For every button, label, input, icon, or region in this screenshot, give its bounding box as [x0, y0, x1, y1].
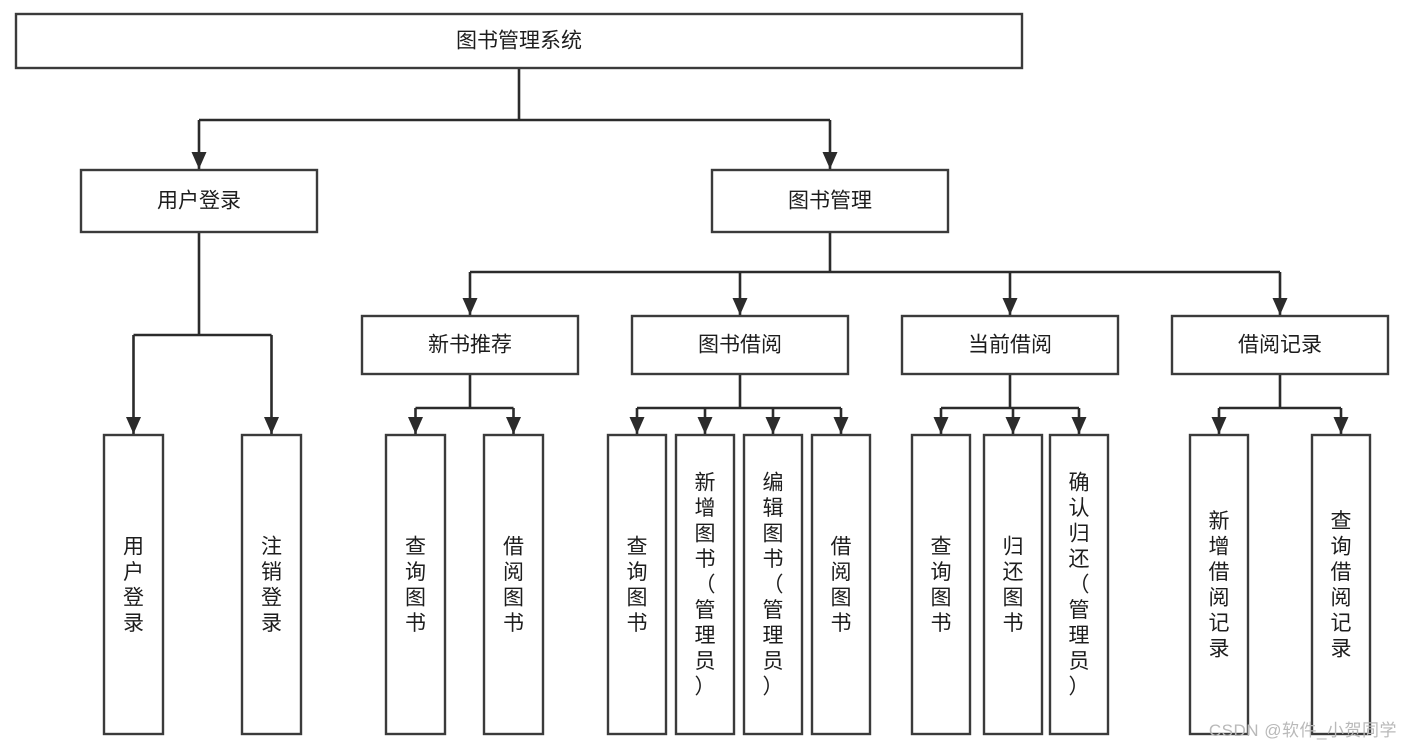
node-root[interactable]: 图书管理系统 [14, 12, 1024, 70]
node-leaf-add-record[interactable]: 新增借阅记录 [1188, 433, 1250, 736]
node-leaf-query-book-2-label: 查询图书 [627, 535, 648, 635]
node-book-borrow-box [630, 314, 850, 376]
arrow-head-icon [822, 152, 838, 169]
node-leaf-return-book[interactable]: 归还图书 [982, 433, 1044, 736]
node-leaf-confirm-return-box [1048, 433, 1110, 736]
node-leaf-query-book-1[interactable]: 查询图书 [384, 433, 447, 736]
node-leaf-query-book-1-label: 查询图书 [405, 535, 426, 635]
arrow-head-icon [1002, 298, 1018, 315]
arrow-head-icon [765, 417, 781, 434]
node-leaf-return-book-label: 归还图书 [1003, 535, 1024, 635]
arrow-head-icon [264, 417, 279, 434]
node-leaf-user-logout-box [240, 433, 303, 736]
node-new-book-rec[interactable]: 新书推荐 [360, 314, 580, 376]
node-user-login-box [79, 168, 319, 234]
arrow-head-icon [1005, 417, 1021, 434]
node-leaf-add-book[interactable]: 新增图书（管理员） [674, 433, 736, 736]
node-leaf-add-record-box [1188, 433, 1250, 736]
node-leaf-query-book-1-box [384, 433, 447, 736]
node-leaf-borrow-book-1-label: 借阅图书 [503, 535, 524, 635]
nodes-layer: 图书管理系统用户登录图书管理新书推荐图书借阅当前借阅借阅记录用户登录注销登录查询… [14, 12, 1390, 736]
arrow-head-icon [191, 152, 207, 169]
node-leaf-user-login-box [102, 433, 165, 736]
node-leaf-borrow-book-2[interactable]: 借阅图书 [810, 433, 872, 736]
edges-layer [126, 68, 1349, 434]
arrow-head-icon [833, 417, 849, 434]
arrow-head-icon [506, 417, 521, 434]
arrow-head-icon [1333, 417, 1349, 434]
node-leaf-edit-book[interactable]: 编辑图书（管理员） [742, 433, 804, 736]
node-leaf-borrow-book-1[interactable]: 借阅图书 [482, 433, 545, 736]
node-current-borrow[interactable]: 当前借阅 [900, 314, 1120, 376]
node-borrow-record[interactable]: 借阅记录 [1170, 314, 1390, 376]
node-leaf-borrow-book-2-box [810, 433, 872, 736]
arrow-head-icon [1272, 298, 1288, 315]
node-leaf-user-logout-label: 注销登录 [261, 535, 282, 635]
node-current-borrow-label: 当前借阅 [968, 334, 1052, 357]
node-current-borrow-box [900, 314, 1120, 376]
node-book-borrow-label: 图书借阅 [698, 334, 782, 357]
node-root-box [14, 12, 1024, 70]
node-leaf-query-book-3-box [910, 433, 972, 736]
node-leaf-borrow-book-2-label: 借阅图书 [831, 535, 852, 635]
node-leaf-query-book-2-box [606, 433, 668, 736]
node-leaf-add-book-label: 新增图书（管理员） [695, 472, 716, 699]
arrow-head-icon [629, 417, 645, 434]
node-leaf-add-book-box [674, 433, 736, 736]
node-book-borrow[interactable]: 图书借阅 [630, 314, 850, 376]
arrow-head-icon [408, 417, 423, 434]
node-new-book-rec-label: 新书推荐 [428, 334, 512, 357]
arrow-head-icon [126, 417, 141, 434]
node-borrow-record-box [1170, 314, 1390, 376]
node-leaf-add-record-label: 新增借阅记录 [1209, 510, 1230, 661]
node-leaf-user-login-label: 用户登录 [123, 535, 144, 635]
node-leaf-user-login[interactable]: 用户登录 [102, 433, 165, 736]
node-leaf-confirm-return[interactable]: 确认归还（管理员） [1048, 433, 1110, 736]
node-leaf-edit-book-label: 编辑图书（管理员） [763, 472, 784, 699]
node-leaf-query-record-label: 查询借阅记录 [1331, 510, 1352, 661]
arrow-head-icon [732, 298, 748, 315]
arrow-head-icon [697, 417, 713, 434]
node-new-book-rec-box [360, 314, 580, 376]
node-book-manage[interactable]: 图书管理 [710, 168, 950, 234]
node-book-manage-label: 图书管理 [788, 190, 872, 213]
node-root-label: 图书管理系统 [456, 30, 582, 53]
node-leaf-edit-book-box [742, 433, 804, 736]
node-leaf-user-logout[interactable]: 注销登录 [240, 433, 303, 736]
arrow-head-icon [462, 298, 478, 315]
node-leaf-borrow-book-1-box [482, 433, 545, 736]
node-leaf-query-record-box [1310, 433, 1372, 736]
node-leaf-query-book-3[interactable]: 查询图书 [910, 433, 972, 736]
arrow-head-icon [1211, 417, 1227, 434]
node-leaf-query-book-3-label: 查询图书 [931, 535, 952, 635]
node-leaf-confirm-return-label: 确认归还（管理员） [1069, 472, 1090, 699]
arrow-head-icon [933, 417, 949, 434]
node-leaf-query-book-2[interactable]: 查询图书 [606, 433, 668, 736]
arrow-head-icon [1071, 417, 1087, 434]
node-leaf-return-book-box [982, 433, 1044, 736]
node-leaf-query-record[interactable]: 查询借阅记录 [1310, 433, 1372, 736]
node-user-login-label: 用户登录 [157, 190, 241, 213]
csdn-watermark: CSDN @软件_小贺同学 [1208, 721, 1397, 740]
node-borrow-record-label: 借阅记录 [1238, 334, 1322, 357]
node-book-manage-box [710, 168, 950, 234]
node-user-login[interactable]: 用户登录 [79, 168, 319, 234]
